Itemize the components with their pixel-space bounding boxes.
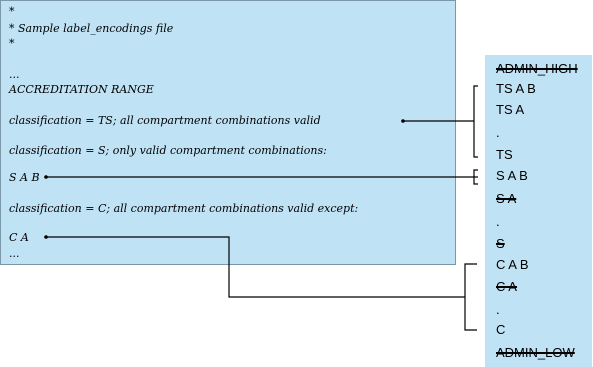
label-c: C bbox=[496, 322, 506, 337]
label-admin-low: ADMIN_LOW bbox=[496, 345, 575, 360]
label-admin-high: ADMIN_HIGH bbox=[496, 61, 578, 76]
label-ts-a-b: TS A B bbox=[496, 81, 536, 96]
code-line-accreditation-range: ACCREDITATION RANGE bbox=[9, 83, 154, 96]
label-ts-a: TS A bbox=[496, 102, 525, 117]
code-line-classification-ts: classification = TS; all compartment com… bbox=[9, 114, 321, 127]
label-encodings-code-panel bbox=[0, 0, 456, 265]
code-line-ellipsis-2: ... bbox=[9, 247, 20, 260]
code-line-comment-2: * bbox=[9, 37, 15, 50]
code-line-ellipsis-1: ... bbox=[9, 68, 20, 81]
code-line-classification-c: classification = C; all compartment comb… bbox=[9, 202, 359, 215]
label-c-a: C A bbox=[496, 279, 517, 294]
code-line-s-a-b: S A B bbox=[9, 171, 40, 184]
label-s-a-b: S A B bbox=[496, 168, 528, 183]
code-line-c-a: C A bbox=[9, 231, 29, 244]
label-c-a-b: C A B bbox=[496, 257, 529, 272]
label-s: S bbox=[496, 236, 505, 251]
label-s-a: S A bbox=[496, 191, 517, 206]
label-ellipsis-dot-3: . bbox=[496, 302, 500, 317]
label-ts: TS bbox=[496, 147, 513, 162]
label-ellipsis-dot-2: . bbox=[496, 214, 500, 229]
code-line-comment-title: * Sample label_encodings file bbox=[9, 22, 174, 35]
label-range-panel bbox=[485, 55, 592, 367]
label-ellipsis-dot-1: . bbox=[496, 125, 500, 140]
code-line-classification-s: classification = S; only valid compartme… bbox=[9, 144, 327, 157]
code-line-comment-1: * bbox=[9, 5, 15, 18]
